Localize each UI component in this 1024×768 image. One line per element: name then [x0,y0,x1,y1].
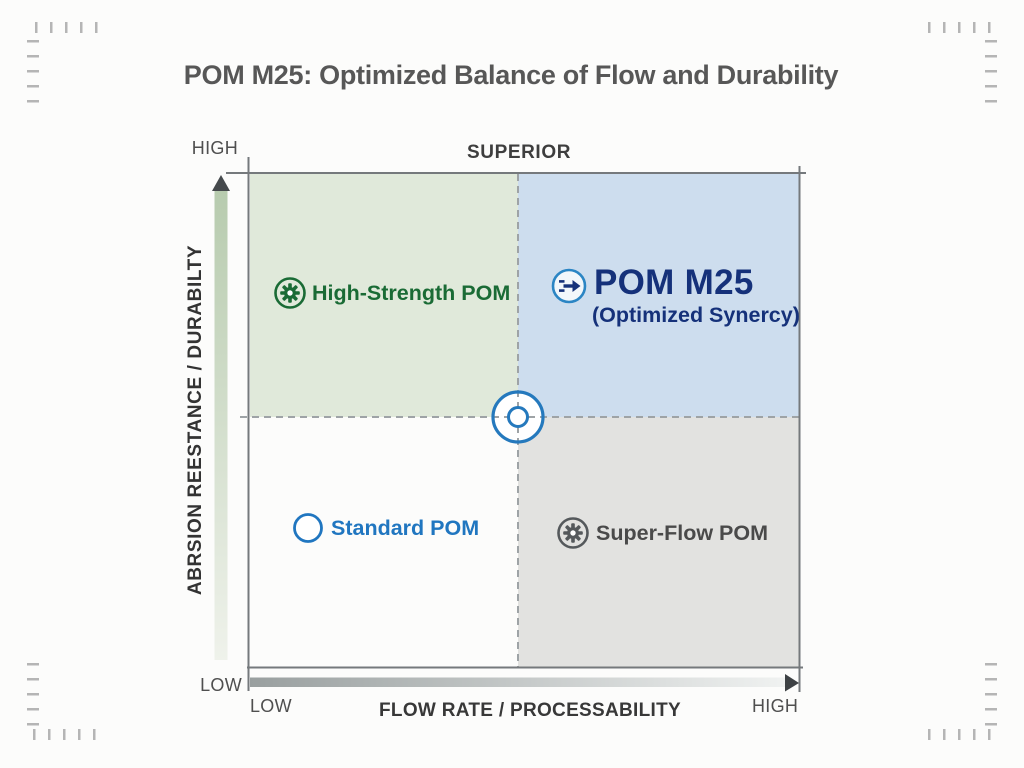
quadrant-bg-bottom-right [518,417,800,668]
plot-border [226,157,806,692]
quadrant-label-pom-m25: POM M25 [594,263,754,302]
y-axis-low-label: LOW [200,675,242,695]
page-title: POM M25: Optimized Balance of Flow and D… [183,60,839,90]
y-axis-arrow [212,175,230,660]
corner-ticks-bottom-left [27,663,96,740]
x-axis-high-label: HIGH [752,696,799,716]
corner-ticks-top-left [27,22,98,103]
quadrant-sublabel-optimized-synercy: (Optimized Synercy) [592,303,800,327]
circle-icon [293,513,323,543]
x-axis-low-label: LOW [250,696,292,716]
quadrant-label-high-strength-pom: High-Strength POM [312,281,511,305]
quadrant-label-standard-pom: Standard POM [331,516,480,540]
corner-ticks-bottom-right [928,663,997,740]
target-marker-icon [491,390,545,444]
x-axis-arrow [250,674,799,692]
y-axis-high-label: HIGH [191,138,238,158]
flow-arrow-icon [551,268,587,304]
corner-ticks-top-right [928,22,997,103]
x-axis-title: FLOW RATE / PROCESSABILITY [379,700,681,721]
y-axis-title: ABRSION REESTANCE / DURABILTY [185,244,206,596]
quadrant-label-super-flow-pom: Super-Flow POM [596,521,768,545]
top-axis-superior-label: SUPERIOR [466,142,572,163]
